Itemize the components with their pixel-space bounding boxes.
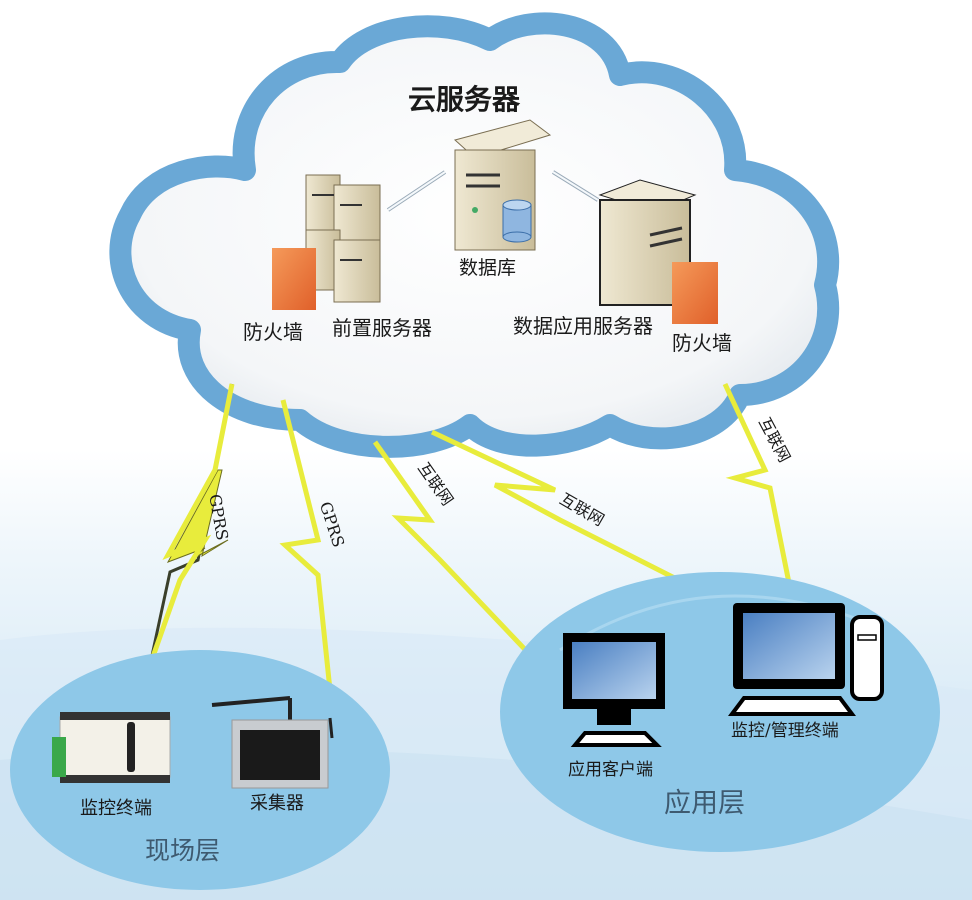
firewall-left-label: 防火墙 xyxy=(243,320,303,344)
app-client-pc-icon xyxy=(563,633,665,747)
monitoring-terminal-label: 监控终端 xyxy=(80,798,152,819)
collector-icon xyxy=(211,696,334,789)
app-layer-label: 应用层 xyxy=(664,788,745,819)
firewall-right-label: 防火墙 xyxy=(672,331,732,355)
front-server-icon xyxy=(305,174,381,303)
link-gprs-2 xyxy=(279,399,333,691)
collector-label: 采集器 xyxy=(250,793,304,814)
firewall-left-icon xyxy=(272,248,316,310)
firewall-right-icon xyxy=(672,262,718,324)
data-app-server-label: 数据应用服务器 xyxy=(513,314,653,338)
link-internet-3 xyxy=(722,382,793,589)
link-gprs-1 xyxy=(147,383,235,666)
field-layer-label: 现场层 xyxy=(145,836,221,865)
app-client-label: 应用客户端 xyxy=(568,760,653,780)
database-icon xyxy=(502,199,532,243)
link-internet-2 xyxy=(430,429,720,603)
monitoring-management-label: 监控/管理终端 xyxy=(731,721,839,741)
field-layer-ellipse xyxy=(10,650,390,890)
monitoring-terminal-icon xyxy=(52,712,171,783)
database-label: 数据库 xyxy=(459,257,517,279)
cloud-server-title: 云服务器 xyxy=(408,83,521,116)
front-server-label: 前置服务器 xyxy=(332,316,432,340)
monitoring-management-pc-icon xyxy=(728,603,884,716)
link-internet-1 xyxy=(372,440,537,662)
